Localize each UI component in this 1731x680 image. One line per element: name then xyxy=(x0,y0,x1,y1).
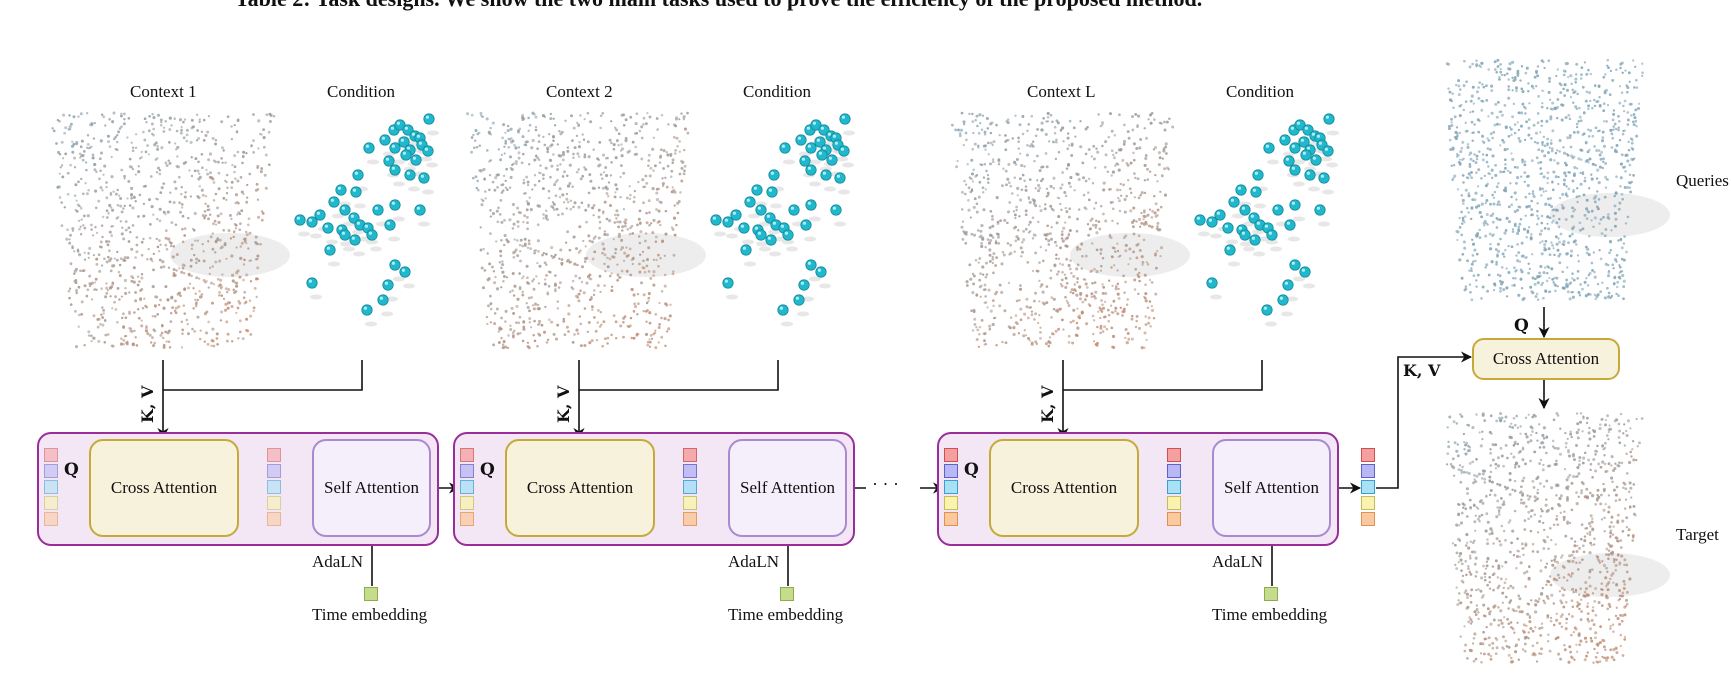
q-label-1: Q xyxy=(64,460,79,480)
target-shadow xyxy=(1550,553,1670,597)
context-2-point-cloud xyxy=(466,111,690,350)
time-embedding-box-2 xyxy=(780,587,794,601)
token-red xyxy=(1361,448,1375,462)
token-cyan xyxy=(1167,480,1181,494)
time-embedding-label-1: Time embedding xyxy=(312,605,428,624)
condition-l-spheres xyxy=(1194,113,1339,327)
context-l-point-cloud xyxy=(950,111,1175,350)
context-l-shadow xyxy=(1070,233,1190,277)
output-cross-attention: Cross Attention xyxy=(1472,338,1620,380)
token-orange xyxy=(944,512,958,526)
token-orange xyxy=(1167,512,1181,526)
self-attention-1: Self Attention xyxy=(312,439,431,537)
time-embedding-box-l xyxy=(1264,587,1278,601)
token-blue xyxy=(1361,464,1375,478)
token-cyan xyxy=(44,480,58,494)
kv-label-1: K, V xyxy=(138,385,157,423)
condition-wire-2 xyxy=(579,360,779,391)
token-red xyxy=(1167,448,1181,462)
token-red xyxy=(44,448,58,462)
token-blue xyxy=(683,464,697,478)
condition-wire-l xyxy=(1063,360,1263,391)
token-orange xyxy=(267,512,281,526)
cross-attention-l: Cross Attention xyxy=(989,439,1139,537)
condition-2-label: Condition xyxy=(743,82,812,101)
time-embedding-label-2: Time embedding xyxy=(728,605,844,624)
context-1-point-cloud xyxy=(51,111,276,349)
token-cyan xyxy=(267,480,281,494)
token-cyan xyxy=(683,480,697,494)
context-2-label: Context 2 xyxy=(546,82,613,101)
ellipsis: · · · xyxy=(872,474,899,494)
token-yellow xyxy=(1167,496,1181,510)
cross-attention-2: Cross Attention xyxy=(505,439,655,537)
adaln-label-1: AdaLN xyxy=(312,552,363,571)
token-orange xyxy=(683,512,697,526)
token-orange xyxy=(1361,512,1375,526)
token-yellow xyxy=(460,496,474,510)
self-attention-2: Self Attention xyxy=(728,439,847,537)
self-attention-l: Self Attention xyxy=(1212,439,1331,537)
cross-attention-1: Cross Attention xyxy=(89,439,239,537)
token-yellow xyxy=(683,496,697,510)
condition-2-spheres xyxy=(710,113,855,327)
condition-wire-1 xyxy=(163,360,363,391)
time-embedding-label-l: Time embedding xyxy=(1212,605,1328,624)
context-1-shadow xyxy=(170,233,290,277)
condition-1-spheres xyxy=(294,113,439,327)
token-blue xyxy=(1167,464,1181,478)
token-red xyxy=(683,448,697,462)
condition-3-label: Condition xyxy=(1226,82,1295,101)
target-point-cloud xyxy=(1445,411,1644,664)
target-label: Target xyxy=(1676,525,1719,544)
token-red xyxy=(460,448,474,462)
caption-fragment: Table 2: Task designs. We show the two m… xyxy=(235,0,1202,12)
adaln-label-l: AdaLN xyxy=(1212,552,1263,571)
queries-label: Queries xyxy=(1676,171,1729,190)
token-yellow xyxy=(44,496,58,510)
q-label-output: Q xyxy=(1514,316,1529,336)
q-label-l: Q xyxy=(964,460,979,480)
kv-label-l: K, V xyxy=(1038,385,1057,423)
kv-label-output: K, V xyxy=(1403,361,1441,380)
token-cyan xyxy=(944,480,958,494)
token-yellow xyxy=(944,496,958,510)
time-embedding-box-1 xyxy=(364,587,378,601)
token-blue xyxy=(44,464,58,478)
token-blue xyxy=(944,464,958,478)
context-1-label: Context 1 xyxy=(130,82,197,101)
output-kv-wire xyxy=(1376,351,1473,489)
context-2-shadow xyxy=(586,233,706,277)
token-blue xyxy=(460,464,474,478)
queries-shadow xyxy=(1550,193,1670,237)
token-blue xyxy=(267,464,281,478)
token-red xyxy=(944,448,958,462)
context-l-label: Context L xyxy=(1027,82,1096,101)
queries-point-cloud xyxy=(1445,58,1644,302)
token-yellow xyxy=(267,496,281,510)
token-cyan xyxy=(460,480,474,494)
token-yellow xyxy=(1361,496,1375,510)
token-red xyxy=(267,448,281,462)
token-orange xyxy=(460,512,474,526)
kv-label-2: K, V xyxy=(554,385,573,423)
token-cyan xyxy=(1361,480,1375,494)
token-orange xyxy=(44,512,58,526)
condition-1-label: Condition xyxy=(327,82,396,101)
q-label-2: Q xyxy=(480,460,495,480)
adaln-label-2: AdaLN xyxy=(728,552,779,571)
